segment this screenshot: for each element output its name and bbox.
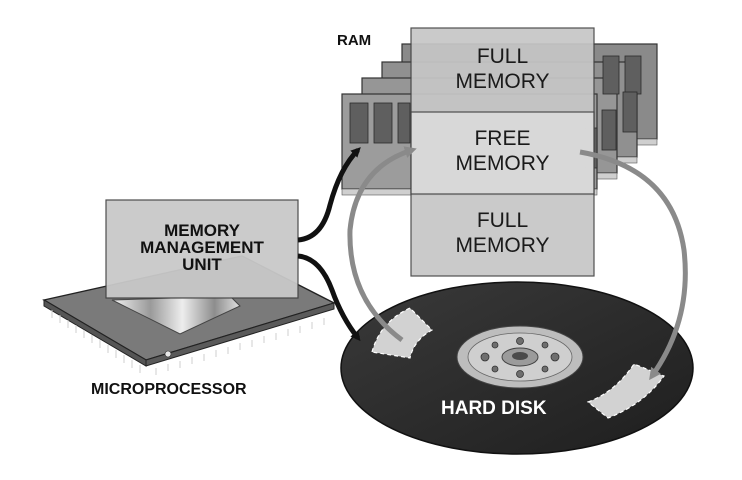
mmu-label: MEMORY MANAGEMENT UNIT [140,221,264,274]
arrow-disk-to-ram [347,146,417,343]
disk-sector-left [371,307,433,359]
chip-pins [51,310,325,375]
arrows [297,146,688,381]
hard-disk-label: HARD DISK [441,398,547,419]
full-memory-bottom-label: FULL MEMORY [455,209,550,257]
free-memory-label: FREE MEMORY [455,127,550,175]
full-memory-top-label: FULL MEMORY [455,45,550,93]
spindle-screws [480,337,560,378]
microprocessor-label: MICROPROCESSOR [91,381,247,398]
mmu-box [105,199,299,299]
arrow-ram-to-disk [579,149,688,381]
disk-sector-right [586,363,665,419]
memory-column [410,27,595,277]
hard-disk [340,281,694,455]
arrow-mmu-to-disk [297,253,361,342]
ram-label: RAM [337,32,372,49]
arrow-mmu-to-ram [297,147,361,243]
